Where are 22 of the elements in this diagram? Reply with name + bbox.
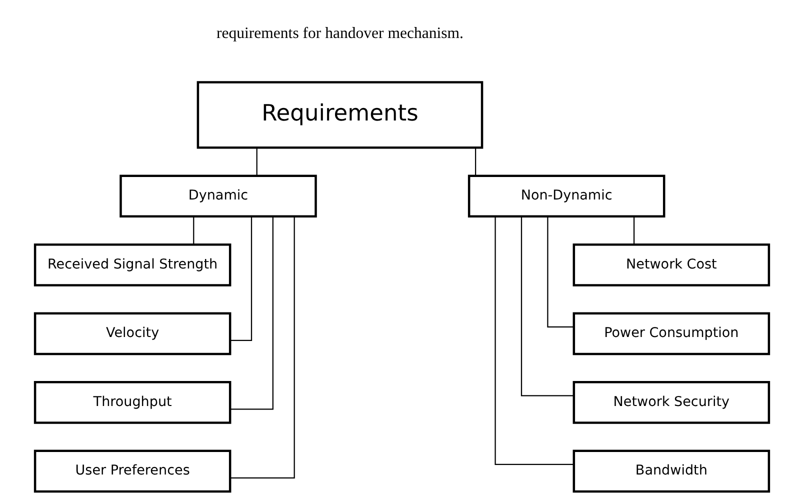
node-box: Throughput xyxy=(34,380,232,424)
node-box: Non-Dynamic xyxy=(468,174,666,218)
node-box: Network Security xyxy=(572,380,770,424)
node-box: User Preferences xyxy=(34,449,232,492)
node-box: Received Signal Strength xyxy=(34,242,232,286)
label: requirements for handover mechanism. xyxy=(216,24,464,42)
connector xyxy=(256,147,258,175)
connector xyxy=(230,216,252,340)
node-box: Requirements xyxy=(196,80,484,148)
connector xyxy=(633,216,635,244)
connector xyxy=(475,147,476,175)
node-box: Network Cost xyxy=(572,242,770,286)
node-box: Dynamic xyxy=(120,174,317,218)
connector xyxy=(520,216,574,396)
connector xyxy=(230,216,295,478)
node-box: Power Consumption xyxy=(572,312,770,355)
connector xyxy=(193,216,194,244)
connector xyxy=(547,216,574,327)
node-box: Velocity xyxy=(34,312,232,355)
node-box: Bandwidth xyxy=(572,449,770,492)
connector xyxy=(230,216,274,410)
connector xyxy=(494,216,574,464)
